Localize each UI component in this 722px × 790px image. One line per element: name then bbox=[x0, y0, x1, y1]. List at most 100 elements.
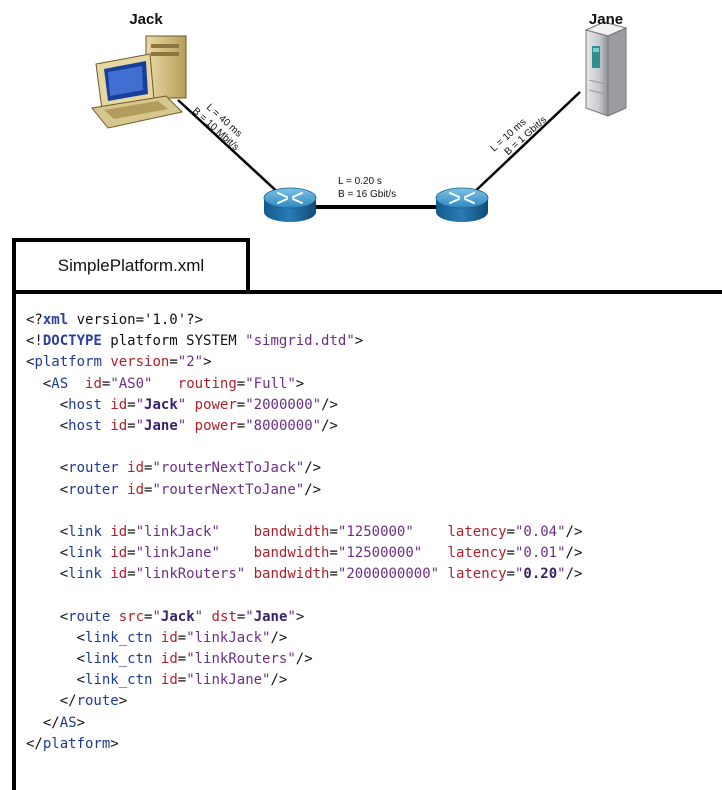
code-token: " bbox=[194, 608, 204, 625]
code-token: = bbox=[127, 545, 136, 562]
code-token: " bbox=[152, 608, 161, 625]
code-token: src bbox=[118, 608, 145, 625]
code-token: > bbox=[76, 714, 86, 731]
code-token: bandwidth bbox=[253, 523, 330, 540]
code-token: "linkJack" bbox=[186, 629, 271, 646]
code-token: > bbox=[295, 375, 305, 392]
code-token: "linkRouters" bbox=[135, 566, 246, 583]
code-token: = bbox=[101, 375, 111, 392]
code-token: link_ctn bbox=[85, 672, 153, 689]
code-line: <link id="linkJane" bandwidth="12500000"… bbox=[26, 543, 583, 564]
code-token: bandwidth bbox=[253, 545, 330, 562]
code-token: Jane bbox=[253, 608, 288, 625]
code-token: "2" bbox=[177, 354, 204, 371]
code-token: "linkJane" bbox=[186, 672, 271, 689]
code-token: = bbox=[144, 460, 153, 477]
code-token: " bbox=[245, 608, 254, 625]
server-icon bbox=[584, 21, 628, 117]
code-line bbox=[26, 501, 582, 522]
code-token bbox=[119, 482, 127, 498]
code-token bbox=[152, 630, 160, 646]
code-token: < bbox=[26, 417, 69, 434]
code-token bbox=[152, 651, 160, 667]
code-token: /> bbox=[270, 629, 288, 646]
code-token: > bbox=[118, 693, 128, 710]
link-routers-bandwidth: B = 16 Gbit/s bbox=[338, 189, 396, 200]
code-token: DOCTYPE bbox=[42, 333, 102, 350]
code-token: /> bbox=[295, 651, 313, 667]
code-token: = bbox=[329, 545, 338, 562]
code-token bbox=[220, 545, 254, 561]
code-token: latency bbox=[447, 566, 507, 583]
code-token: <? bbox=[26, 312, 43, 328]
code-line: <!DOCTYPE platform SYSTEM "simgrid.dtd"> bbox=[26, 331, 582, 352]
code-token: version bbox=[110, 354, 170, 371]
code-token: "1250000" bbox=[337, 523, 414, 540]
code-token: Jack bbox=[160, 608, 195, 625]
code-token: > bbox=[354, 333, 364, 350]
code-token: /> bbox=[565, 523, 583, 540]
code-token: host bbox=[68, 417, 102, 434]
code-token: link_ctn bbox=[85, 629, 153, 646]
code-token: > bbox=[295, 608, 305, 625]
code-token: /> bbox=[565, 545, 583, 562]
code-token: < bbox=[26, 481, 69, 498]
code-token: id bbox=[160, 672, 178, 689]
code-token: "linkRouters" bbox=[186, 651, 296, 667]
xml-code-block: <?xml version='1.0'?><!DOCTYPE platform … bbox=[26, 310, 582, 755]
code-line: <?xml version='1.0'?> bbox=[26, 310, 582, 331]
code-token: version='1.0'?> bbox=[68, 312, 204, 328]
code-token: = bbox=[506, 545, 515, 562]
code-token: Jane bbox=[144, 417, 178, 434]
code-line: </route> bbox=[26, 691, 582, 712]
code-token: < bbox=[26, 523, 69, 540]
code-token: AS bbox=[59, 714, 77, 731]
code-token: id bbox=[110, 417, 128, 434]
code-token: "routerNextToJack" bbox=[152, 460, 305, 477]
code-token: /> bbox=[304, 460, 322, 477]
code-line: </AS> bbox=[26, 713, 582, 734]
code-token: id bbox=[127, 481, 145, 498]
code-token: = bbox=[169, 354, 178, 371]
code-token: = bbox=[177, 672, 187, 689]
code-token: route bbox=[68, 608, 111, 625]
node-label-jane: Jane bbox=[589, 11, 623, 28]
code-token: = bbox=[127, 417, 136, 434]
node-label-jack: Jack bbox=[129, 11, 163, 28]
code-token: < bbox=[26, 375, 52, 392]
code-token: Jack bbox=[144, 396, 178, 413]
code-token: = bbox=[236, 608, 246, 625]
code-token bbox=[152, 672, 160, 688]
link-jane bbox=[467, 91, 581, 199]
code-line: <router id="routerNextToJack"/> bbox=[26, 458, 582, 479]
code-token: " bbox=[177, 396, 187, 413]
code-token: = bbox=[236, 396, 246, 413]
code-token: "Full" bbox=[245, 375, 296, 392]
code-token: link_ctn bbox=[85, 651, 153, 667]
code-line: <link id="linkJack" bandwidth="1250000" … bbox=[26, 522, 583, 543]
code-token: power bbox=[194, 417, 237, 434]
code-token bbox=[68, 376, 85, 392]
code-token: /> bbox=[304, 481, 322, 498]
code-token: = bbox=[506, 523, 515, 540]
code-token: latency bbox=[447, 523, 507, 540]
file-tab[interactable]: SimplePlatform.xml bbox=[12, 238, 250, 290]
code-token: > bbox=[110, 735, 119, 752]
code-token bbox=[152, 376, 177, 392]
code-token: platform bbox=[34, 354, 102, 371]
code-token: xml bbox=[42, 312, 69, 328]
code-token: /> bbox=[565, 566, 583, 583]
code-token: router bbox=[68, 460, 119, 477]
code-line: <platform version="2"> bbox=[26, 352, 582, 373]
code-token: < bbox=[26, 460, 69, 477]
code-token: < bbox=[26, 566, 69, 583]
code-token bbox=[439, 566, 447, 582]
code-token: </ bbox=[26, 693, 77, 710]
code-token: id bbox=[110, 396, 128, 413]
code-line: <link_ctn id="linkJane"/> bbox=[26, 670, 582, 691]
code-token: = bbox=[329, 523, 338, 540]
code-token: power bbox=[194, 396, 237, 413]
code-token bbox=[203, 609, 211, 625]
code-token: /> bbox=[321, 396, 338, 413]
code-token: host bbox=[68, 396, 102, 413]
